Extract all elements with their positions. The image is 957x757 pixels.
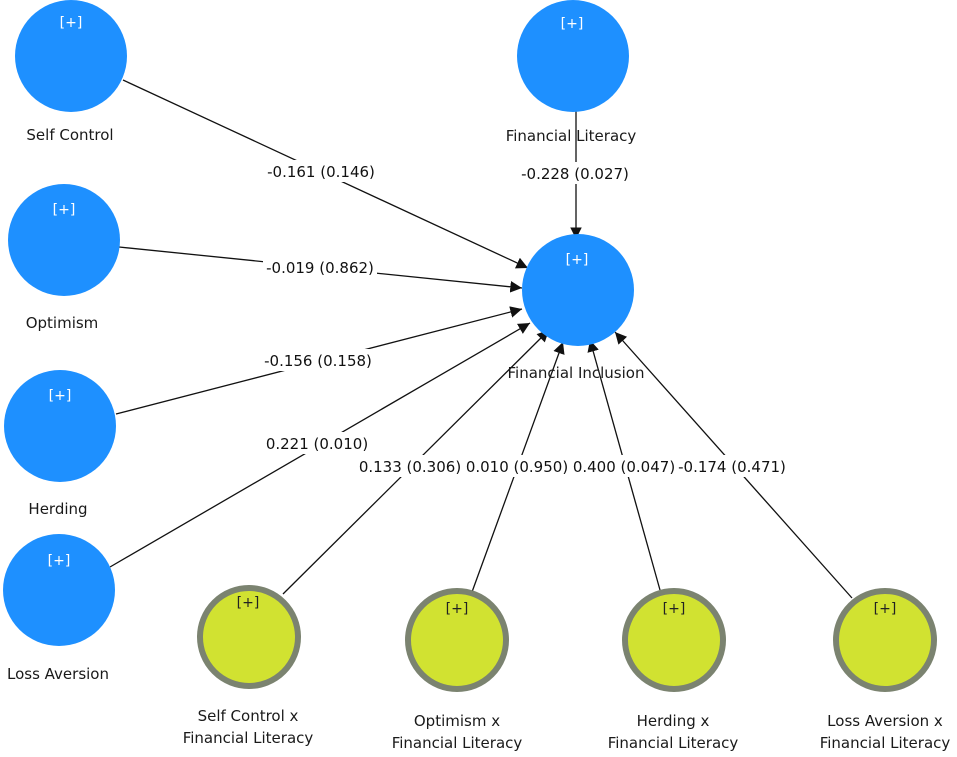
moderator-circle[interactable] [405,588,509,692]
construct-circle[interactable] [522,234,634,346]
node-optimism[interactable]: [+] Optimism [8,184,120,332]
node-label-line-1: Optimism x [414,712,500,730]
node-label: Herding [28,500,87,518]
path-labels: -0.161 (0.146) -0.228 (0.027) -0.019 (0.… [261,160,789,477]
expand-icon[interactable]: [+] [48,553,71,569]
node-financial-literacy[interactable]: [+] Financial Literacy [506,0,637,145]
path-label-herding: -0.156 (0.158) [264,352,372,370]
moderator-circle[interactable] [197,585,301,689]
expand-icon[interactable]: [+] [561,16,584,32]
moderator-circle[interactable] [622,588,726,692]
node-label-line-2: Financial Literacy [820,734,951,752]
expand-icon[interactable]: [+] [237,595,260,611]
construct-circle[interactable] [3,534,115,646]
node-optimism-x-financial-literacy[interactable]: [+] Optimism x Financial Literacy [392,588,523,752]
node-herding-x-financial-literacy[interactable]: [+] Herding x Financial Literacy [608,588,739,752]
path-label-loss-aversion-x-fl: -0.174 (0.471) [678,458,786,476]
node-label-line-2: Financial Literacy [392,734,523,752]
path-label-optimism: -0.019 (0.862) [266,259,374,277]
expand-icon[interactable]: [+] [446,601,469,617]
path-label-self-control: -0.161 (0.146) [267,163,375,181]
edges [109,79,853,599]
expand-icon[interactable]: [+] [663,601,686,617]
path-label-optimism-x-fl: 0.010 (0.950) [466,458,568,476]
expand-icon[interactable]: [+] [53,202,76,218]
path-label-financial-literacy: -0.228 (0.027) [521,165,629,183]
node-self-control-x-financial-literacy[interactable]: [+] Self Control x Financial Literacy [183,585,314,747]
expand-icon[interactable]: [+] [49,388,72,404]
node-label-line-1: Loss Aversion x [827,712,943,730]
node-loss-aversion-x-financial-literacy[interactable]: [+] Loss Aversion x Financial Literacy [820,588,951,752]
node-label: Self Control [26,126,113,144]
construct-circle[interactable] [8,184,120,296]
node-label-line-2: Financial Literacy [608,734,739,752]
node-herding[interactable]: [+] Herding [4,370,116,518]
expand-icon[interactable]: [+] [874,601,897,617]
node-loss-aversion[interactable]: [+] Loss Aversion [3,534,115,683]
node-label: Optimism [26,314,99,332]
node-label-line-1: Herding x [637,712,710,730]
construct-circle[interactable] [4,370,116,482]
node-label: Financial Literacy [506,127,637,145]
path-label-self-control-x-fl: 0.133 (0.306) [359,458,461,476]
construct-circle[interactable] [517,0,629,112]
moderator-circle[interactable] [833,588,937,692]
path-label-loss-aversion: 0.221 (0.010) [266,435,368,453]
node-label-line-1: Self Control x [198,707,299,725]
node-financial-inclusion[interactable]: [+] Financial Inclusion [508,234,645,382]
node-self-control[interactable]: [+] Self Control [15,0,127,144]
node-label-line-2: Financial Literacy [183,729,314,747]
construct-circle[interactable] [15,0,127,112]
node-label: Financial Inclusion [508,364,645,382]
node-label: Loss Aversion [7,665,109,683]
expand-icon[interactable]: [+] [60,15,83,31]
path-label-herding-x-fl: 0.400 (0.047) [573,458,675,476]
expand-icon[interactable]: [+] [566,252,589,268]
